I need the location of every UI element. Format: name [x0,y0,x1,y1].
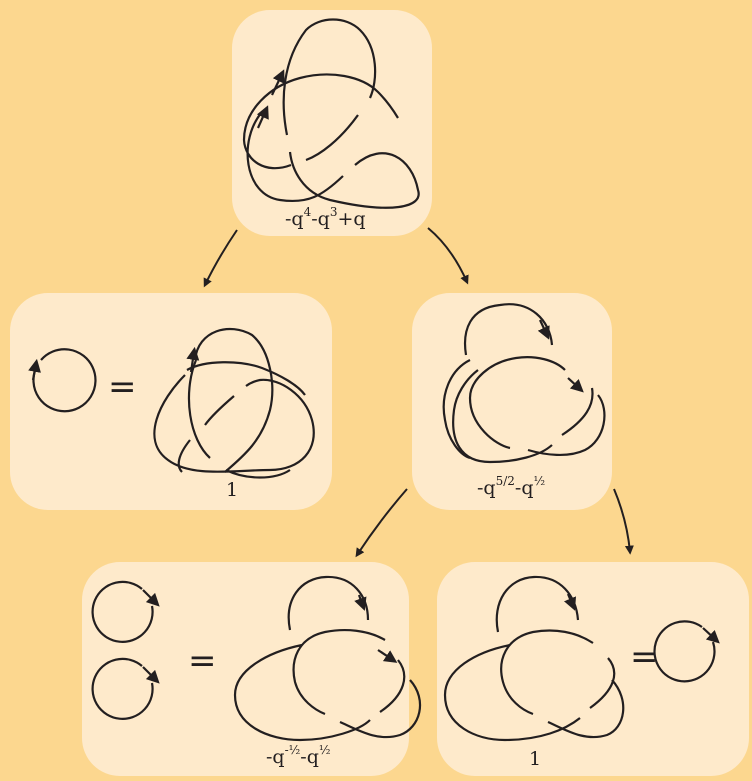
equals-sign: = [108,367,137,407]
arrow-top-middle [427,227,469,285]
trefoil-knot-icon [443,575,625,742]
unknot-circle-icon [653,620,720,683]
trefoil-knot-icon [442,303,606,464]
equals-sign: = [188,641,217,681]
bottom-left-node-box [82,562,409,776]
arrow-top-left [203,229,238,288]
trefoil-knot-icon [233,575,421,742]
arrow-middle-bottom-left [355,488,408,558]
equals-sign: = [630,637,659,677]
left-node-box [10,293,332,510]
bottom-left-node-label: -q-½-q½ [266,743,331,768]
top-node-label: -q4-q3+q [285,205,366,230]
middle-node-label: -q5/2-q½ [477,474,546,499]
left-node-label: 1 [226,479,239,501]
trefoil-knot-icon [242,18,420,209]
bottom-right-node-label: 1 [529,748,542,770]
top-node-box [232,10,432,236]
two-component-link-icon [91,580,160,720]
unknot-circle-icon [28,348,97,413]
bottom-right-node-box [437,562,749,776]
arrow-middle-bottom-right [613,488,634,555]
trefoil-knot-icon [153,327,315,479]
